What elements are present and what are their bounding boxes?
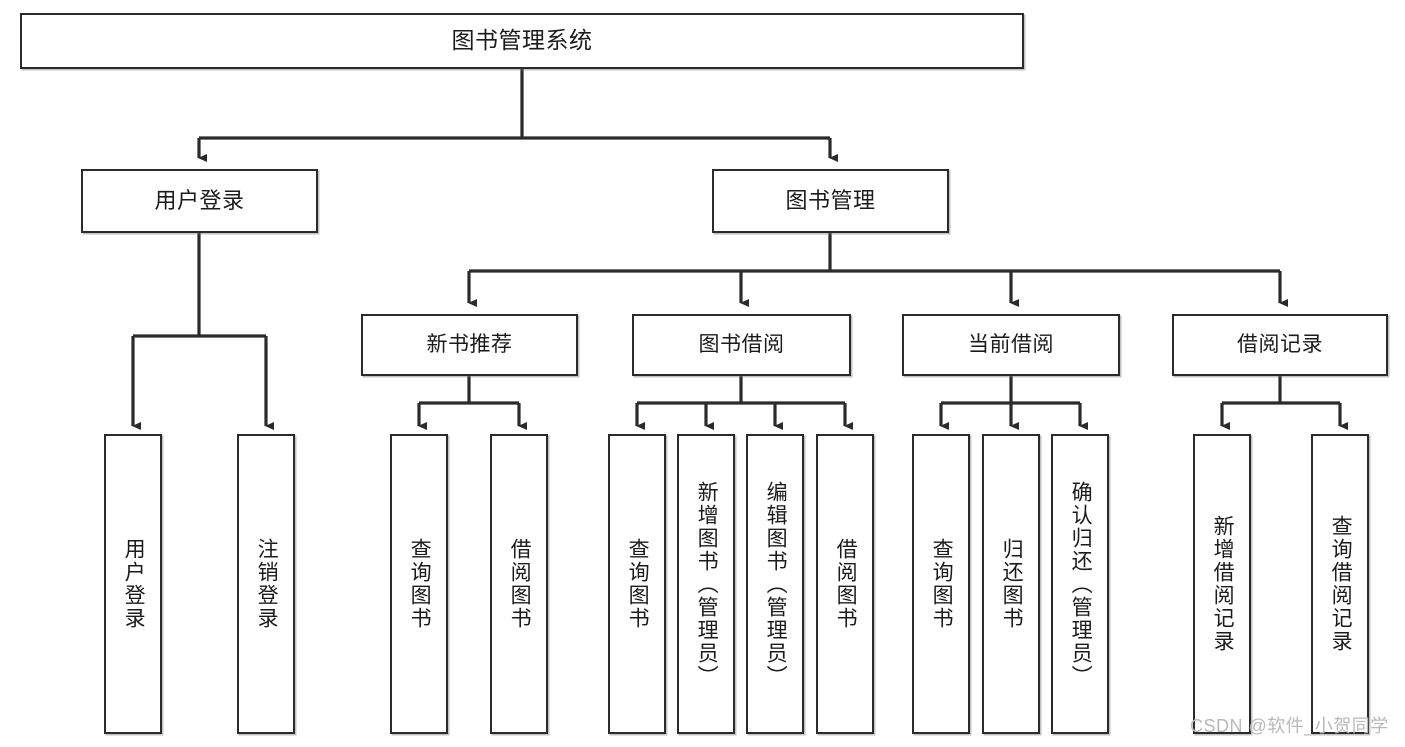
node-leaf-query-book-2-label: 查询图书 [626,538,650,630]
node-leaf-query-book-3-label: 查询图书 [930,538,954,630]
node-user-login[interactable]: 用户登录 [81,169,318,233]
node-leaf-add-book[interactable]: 新增图书（管理员） [677,434,735,734]
node-leaf-query-book-1-label: 查询图书 [408,538,432,630]
node-book-borrow-label: 图书借阅 [698,333,785,357]
node-leaf-confirm-return-label: 确认归还（管理员） [1069,480,1093,688]
node-leaf-confirm-return[interactable]: 确认归还（管理员） [1051,434,1109,734]
node-current-borrow[interactable]: 当前借阅 [902,314,1120,376]
node-leaf-add-record[interactable]: 新增借阅记录 [1193,434,1251,734]
node-leaf-user-logout-label: 注销登录 [255,538,279,630]
node-leaf-query-book-3[interactable]: 查询图书 [912,434,970,734]
node-leaf-borrow-book-1-label: 借阅图书 [508,538,532,630]
node-book-borrow[interactable]: 图书借阅 [632,314,851,376]
node-leaf-edit-book-label: 编辑图书（管理员） [764,480,788,688]
node-leaf-return-book-label: 归还图书 [1000,538,1024,630]
node-borrow-record[interactable]: 借阅记录 [1172,314,1388,376]
node-current-borrow-label: 当前借阅 [968,333,1054,357]
node-borrow-record-label: 借阅记录 [1237,333,1323,357]
node-root-label: 图书管理系统 [451,27,593,54]
node-new-book-recommend[interactable]: 新书推荐 [361,314,578,376]
node-leaf-user-logout[interactable]: 注销登录 [237,434,295,734]
node-leaf-add-book-label: 新增图书（管理员） [695,480,719,688]
node-new-book-recommend-label: 新书推荐 [426,333,513,357]
node-book-manage[interactable]: 图书管理 [712,169,949,233]
node-leaf-user-login-label: 用户登录 [122,538,146,630]
node-leaf-return-book[interactable]: 归还图书 [982,434,1040,734]
node-leaf-add-record-label: 新增借阅记录 [1211,515,1235,653]
node-leaf-borrow-book-2[interactable]: 借阅图书 [816,434,874,734]
node-leaf-query-record[interactable]: 查询借阅记录 [1311,434,1369,734]
node-leaf-query-book-2[interactable]: 查询图书 [608,434,666,734]
node-book-manage-label: 图书管理 [785,187,876,213]
node-leaf-user-login[interactable]: 用户登录 [104,434,162,734]
node-leaf-borrow-book-2-label: 借阅图书 [834,538,858,630]
node-leaf-borrow-book-1[interactable]: 借阅图书 [490,434,548,734]
node-leaf-query-record-label: 查询借阅记录 [1329,515,1353,653]
node-leaf-edit-book[interactable]: 编辑图书（管理员） [746,434,804,734]
node-root[interactable]: 图书管理系统 [20,13,1024,69]
node-user-login-label: 用户登录 [154,187,245,213]
csdn-watermark: CSDN @软件_小贺同学 [1190,716,1389,736]
node-leaf-query-book-1[interactable]: 查询图书 [390,434,448,734]
